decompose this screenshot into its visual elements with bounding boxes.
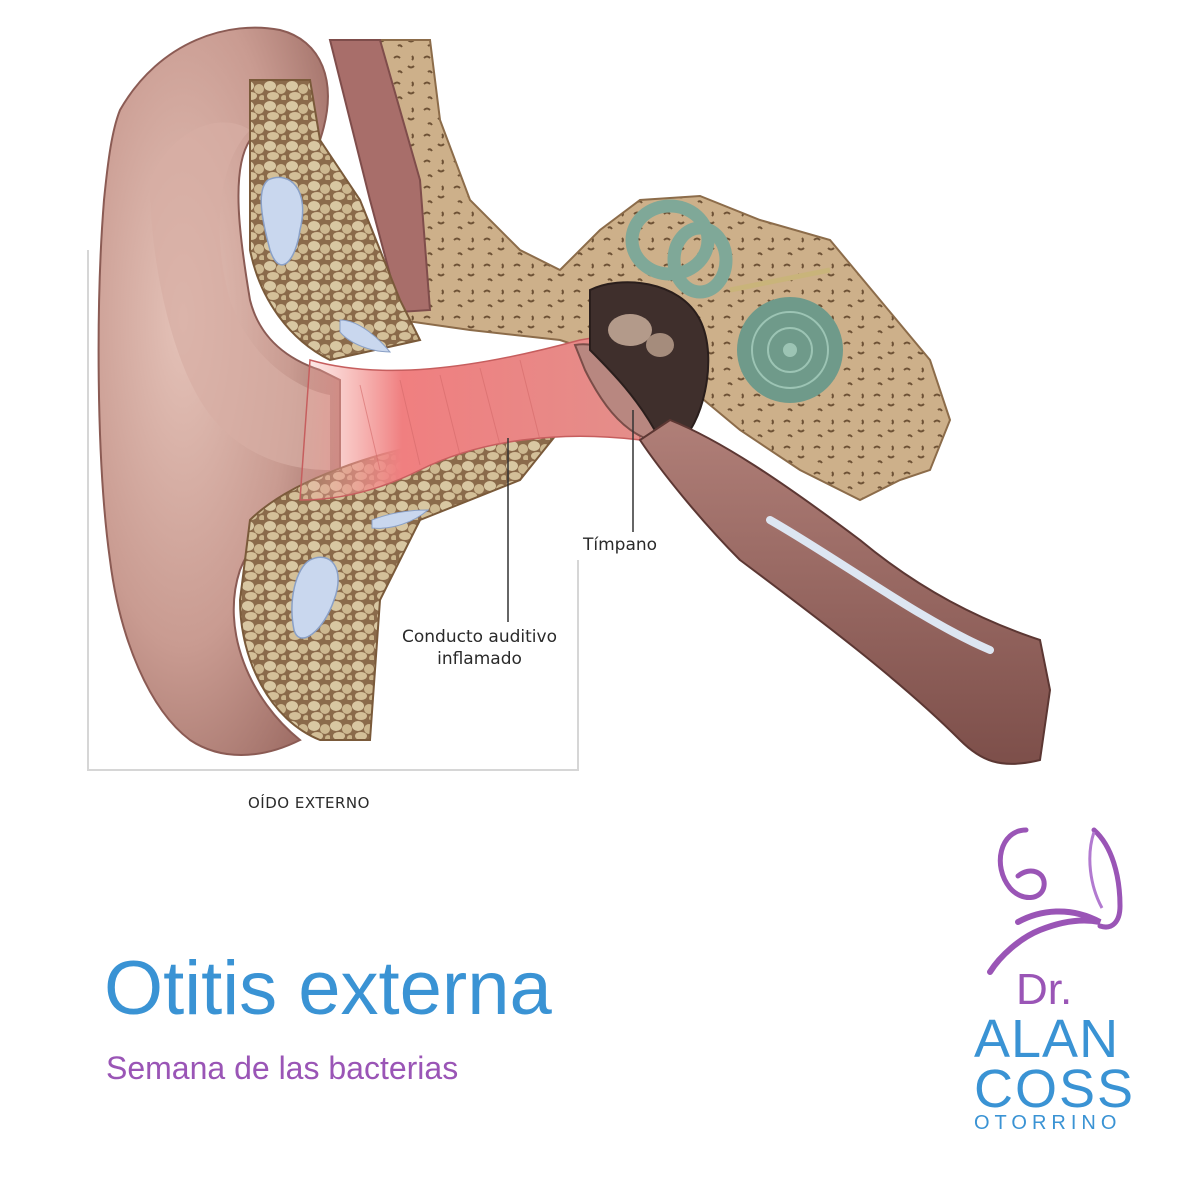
ear-canal-inflamed [299, 329, 641, 501]
page-subtitle: Semana de las bacterias [106, 1050, 459, 1086]
logo-last-name: COSS [974, 1059, 1136, 1119]
upper-cartilage [249, 79, 422, 362]
auricle-fold [150, 122, 330, 470]
conducto-label-line1: Conducto auditivo [402, 627, 557, 647]
timpano-label: Tímpano [583, 535, 658, 555]
eustachian-tube [638, 418, 1052, 765]
logo-dr-text: Dr. [1016, 965, 1073, 1014]
cochlea [737, 297, 843, 403]
logo-first-name: ALAN [974, 1009, 1120, 1069]
conducto-label-line2: inflamado [437, 649, 522, 669]
ear-anatomy-illustration [87, 26, 1052, 771]
muscle-band [328, 39, 432, 314]
semicircular-canals [625, 199, 733, 299]
logo-mark-icon [987, 827, 1123, 975]
logo-specialty: OTORRINO [974, 1112, 1122, 1134]
section-frame [87, 250, 579, 771]
lower-fluid [291, 556, 339, 639]
page-title: Otitis externa [104, 946, 552, 1031]
upper-fluid [260, 176, 304, 266]
brand-logo: Dr. ALAN COSS OTORRINO [960, 826, 1140, 1136]
conducto-auditivo-label: Conducto auditivo inflamado [402, 626, 557, 670]
section-label: OÍDO EXTERNO [248, 794, 370, 812]
